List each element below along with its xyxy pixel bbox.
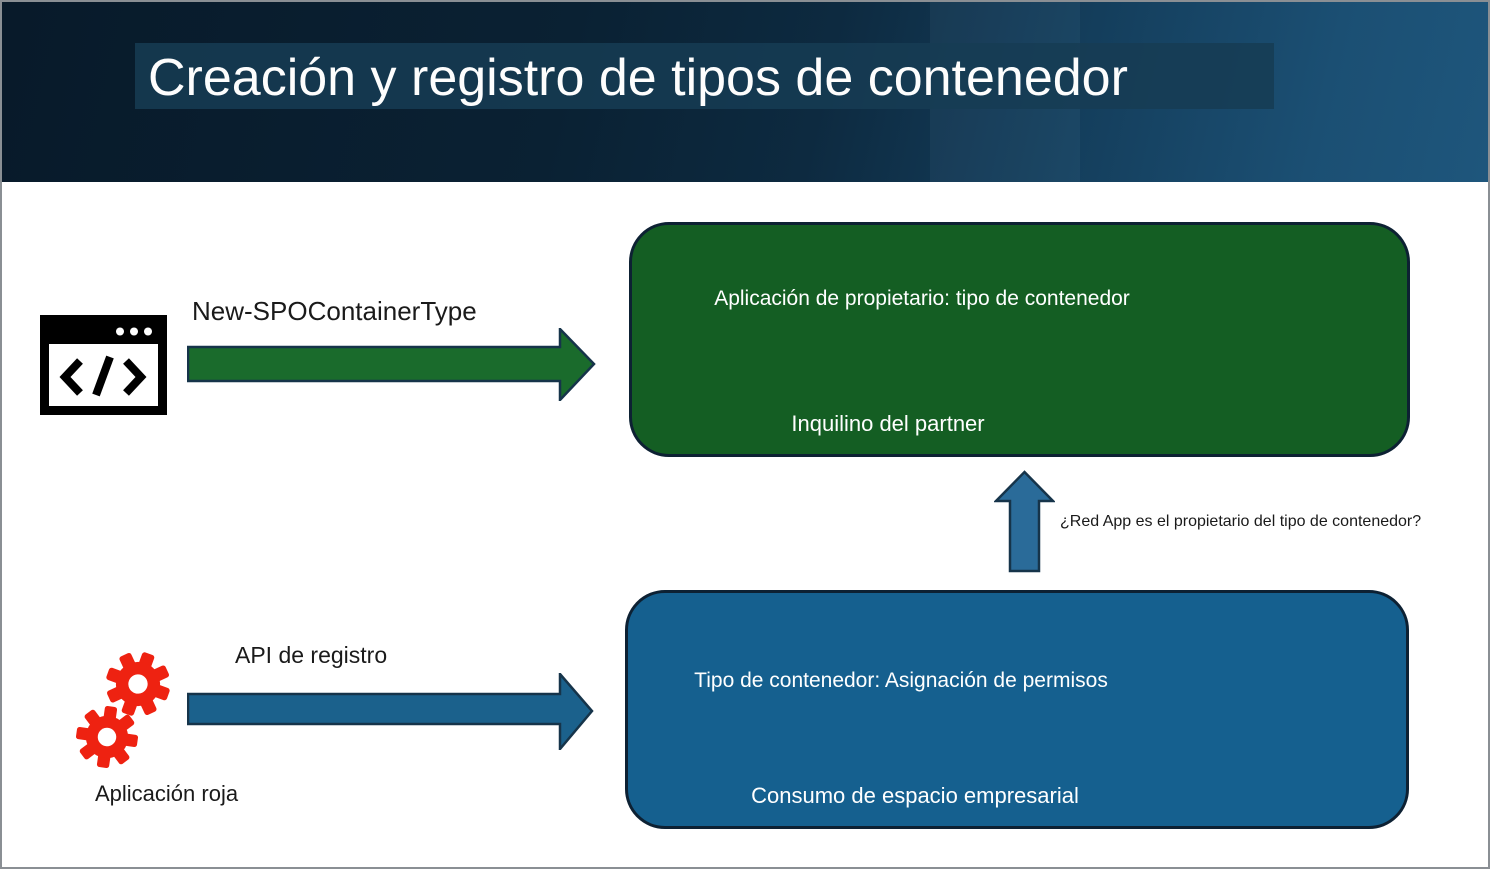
consuming-tenant-box: Tipo de contenedor: Asignación de permis… [625, 590, 1409, 829]
permission-grant-label: Tipo de contenedor: Asignación de permis… [694, 669, 1108, 692]
title-highlight-bar [135, 43, 1274, 109]
consuming-tenant-label: Consumo de espacio empresarial [751, 783, 1079, 808]
code-window-icon [40, 315, 167, 415]
partner-tenant-box: Aplicación de propietario: tipo de conte… [629, 222, 1410, 457]
blue-arrow-icon [187, 673, 594, 750]
gears-icon [72, 647, 177, 772]
owning-app-label: Aplicación de propietario: tipo de conte… [714, 287, 1130, 310]
green-arrow-icon [187, 328, 596, 401]
page-title: Creación y registro de tipos de contened… [148, 49, 1128, 107]
new-spocontainertype-label: New-SPOContainerType [192, 296, 477, 326]
ownership-question-label: ¿Red App es el propietario del tipo de c… [1060, 513, 1422, 530]
up-arrow-icon [994, 470, 1055, 573]
red-app-label: Aplicación roja [95, 781, 239, 806]
registration-api-label: API de registro [235, 642, 388, 668]
header-banner: Creación y registro de tipos de contened… [2, 2, 1488, 182]
partner-tenant-label: Inquilino del partner [791, 411, 985, 436]
